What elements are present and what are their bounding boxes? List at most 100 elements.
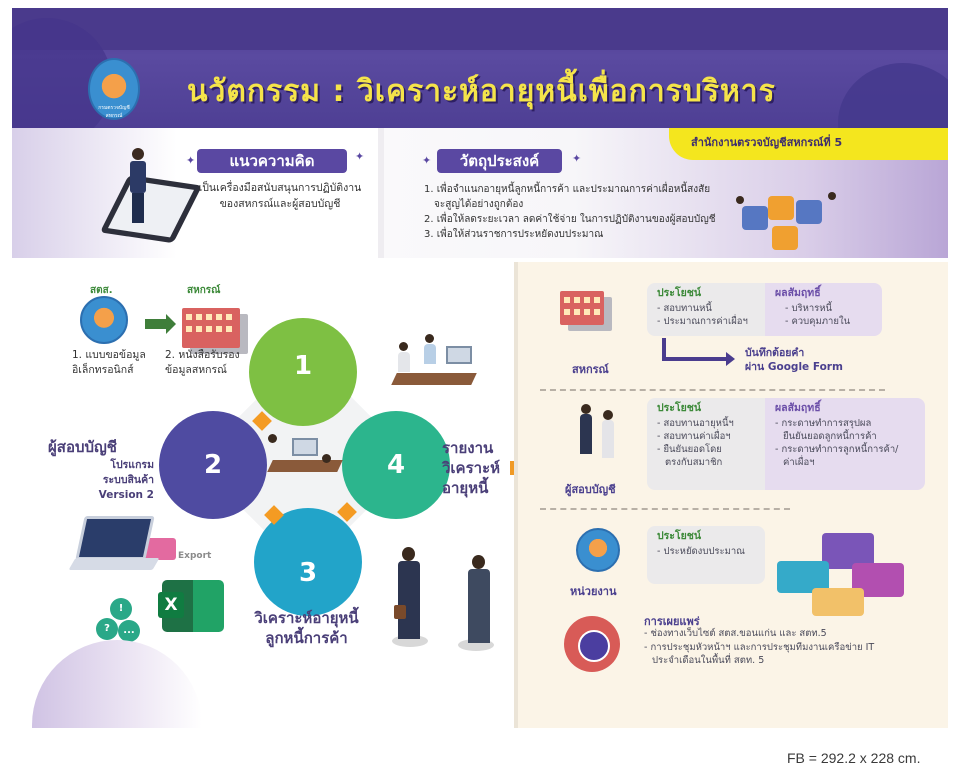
- concept-line: เป็นเครื่องมือสนับสนุนการปฏิบัติงาน: [198, 182, 362, 194]
- step-4-circle: 4: [342, 411, 450, 519]
- books-icon: [142, 538, 176, 560]
- result-column: ผลสัมฤทธิ์ - กระดาษทำการสรุปผล ยืนยันยอด…: [765, 398, 925, 490]
- benefit-item: ตรงกับสมาชิก: [665, 457, 723, 468]
- coop-building-icon: [182, 308, 240, 348]
- chat-glyph: ?: [96, 618, 118, 640]
- analyze-label: วิเคราะห์อายุหนี้ ลูกหนี้การค้า: [244, 608, 369, 648]
- concept-section: แนวความคิด ✦ ✦ เป็นเครื่องมือสนับสนุนการ…: [12, 128, 384, 258]
- flow-arrow-icon: [662, 338, 666, 360]
- auditor-section-label: ผู้สอบบัญชี: [565, 483, 616, 496]
- step-doc-request: 1. แบบขอข้อมูล อิเล็กทรอนิกส์: [72, 348, 146, 378]
- page-title: นวัตกรรม : วิเคราะห์อายุหนี้เพื่อการบริห…: [187, 74, 776, 109]
- publication-heading: การเผยแพร่: [644, 615, 700, 628]
- result-item: ค่าเผื่อฯ: [783, 457, 815, 468]
- publication-item: ประจำเดือนในพื้นที่ สตท. 5: [652, 655, 765, 666]
- objective-item-continued: จะสูญได้อย่างถูกต้อง: [434, 199, 524, 210]
- concept-description: เป็นเครื่องมือสนับสนุนการปฏิบัติงาน ของส…: [190, 180, 370, 212]
- auditor-illustration-icon: [602, 420, 614, 458]
- source-agency-label: สตส.: [90, 285, 113, 296]
- auditor-head-icon: [581, 404, 591, 414]
- step-3-circle: 3: [254, 508, 362, 616]
- tablet-illustration-icon: [99, 174, 203, 244]
- sparkle-icon: ✦: [572, 152, 582, 165]
- text-line: โปรแกรม: [110, 459, 154, 471]
- chat-bubbles-icon: ! ? ...: [96, 598, 142, 644]
- poster-size-note: FB = 292.2 x 228 cm.: [787, 750, 921, 766]
- benefit-heading: ประโยชน์: [657, 287, 702, 299]
- team-puzzle-illustration-icon: [732, 176, 852, 256]
- benefit-column: ประโยชน์ - ประหยัดงบประมาณ: [647, 526, 765, 584]
- step-1-circle: 1: [249, 318, 357, 426]
- agency-benefit-box: ประโยชน์ - ประหยัดงบประมาณ: [647, 526, 765, 584]
- text-line: ผ่าน Google Form: [745, 361, 843, 373]
- benefit-column: ประโยชน์ - สอบทานหนี้ - ประมาณการค่าเผื่…: [647, 283, 765, 336]
- cpd-logo-icon: กรมตรวจบัญชีสหกรณ์: [88, 58, 140, 120]
- text-line: 2. หนังสือรับรอง: [165, 349, 240, 361]
- agency-section-label: หน่วยงาน: [570, 585, 617, 598]
- text-line: อายุหนี้: [442, 479, 489, 497]
- cpd-logo-icon: [576, 528, 620, 572]
- publication-item: - ช่องทางเว็บไซต์ สตส.ขอนแก่น และ สตท.5: [644, 628, 827, 639]
- objective-item: 3. เพื่อให้ส่วนราชการประหยัดงบประมาณ: [424, 229, 604, 240]
- businessmen-illustration-icon: [392, 543, 507, 653]
- text-line: วิเคราะห์อายุหนี้: [254, 609, 359, 627]
- info-strip: แนวความคิด ✦ ✦ เป็นเครื่องมือสนับสนุนการ…: [12, 128, 948, 258]
- auditor-title: ผู้สอบบัญชี: [48, 438, 117, 456]
- divider: [540, 508, 790, 510]
- excel-letter: X: [158, 592, 184, 618]
- excel-icon: X: [158, 580, 224, 632]
- result-heading: ผลสัมฤทธิ์: [775, 287, 821, 299]
- export-label: Export: [178, 551, 212, 561]
- businessman-illustration-icon: [130, 148, 146, 226]
- benefit-heading: ประโยชน์: [657, 530, 702, 542]
- concept-line: ของสหกรณ์และผู้สอบบัญชี: [219, 198, 341, 210]
- header-banner: กรมตรวจบัญชีสหกรณ์ นวัตกรรม : วิเคราะห์อ…: [12, 8, 948, 128]
- objectives-list: 1. เพื่อจำแนกอายุหนี้ลูกหนี้การค้า และปร…: [424, 182, 734, 242]
- step-2-circle: 2: [159, 411, 267, 519]
- benefit-item: - ประหยัดงบประมาณ: [657, 546, 745, 557]
- text-line: Version 2: [98, 489, 154, 501]
- result-item: - กระดาษทำการสรุปผล: [775, 418, 872, 429]
- chat-glyph: ...: [118, 620, 140, 642]
- result-heading: ผลสัมฤทธิ์: [775, 402, 821, 414]
- flow-arrow-icon: [662, 352, 735, 366]
- concept-heading: แนวความคิด: [197, 149, 347, 173]
- auditor-program-info: โปรแกรม ระบบสินค้า Version 2: [72, 458, 154, 503]
- benefit-item: - ยืนยันยอดโดย: [657, 444, 722, 455]
- coop-section-label: สหกรณ์: [572, 363, 609, 376]
- text-line: บันทึกต้อยคำ: [745, 347, 805, 359]
- office-tag: สำนักงานตรวจบัญชีสหกรณ์ที่ 5: [669, 128, 948, 160]
- text-line: ลูกหนี้การค้า: [265, 629, 348, 647]
- auditor-illustration-icon: [580, 414, 592, 454]
- cpd-logo-icon: [80, 296, 128, 344]
- benefit-heading: ประโยชน์: [657, 402, 702, 414]
- office-meeting-illustration-icon: [252, 418, 357, 503]
- sparkle-icon: ✦: [422, 154, 432, 167]
- benefit-item: - สอบทานค่าเผื่อฯ: [657, 431, 731, 442]
- coop-label: สหกรณ์: [187, 285, 221, 296]
- text-line: รายงาน: [442, 439, 494, 457]
- text-line: อิเล็กทรอนิกส์: [72, 364, 134, 376]
- chat-glyph: !: [110, 598, 132, 620]
- header-top-band: [12, 8, 948, 50]
- coop-building-icon: [560, 291, 604, 325]
- result-item: - ควบคุมภายใน: [785, 316, 851, 327]
- result-column: ผลสัมฤทธิ์ - บริหารหนี้ - ควบคุมภายใน: [765, 283, 882, 336]
- publication-item: - การประชุมหัวหน้าฯ และการประชุมทีมงานเค…: [644, 641, 875, 653]
- result-item: - กระดาษทำการลูกหนี้การค้า/: [775, 444, 899, 455]
- objective-item: 2. เพื่อให้ลดระยะเวลา ลดค่าใช้จ่าย ในการ…: [424, 214, 716, 225]
- logo-ring-text: กรมตรวจบัญชีสหกรณ์: [98, 105, 130, 119]
- sparkle-icon: ✦: [355, 150, 365, 163]
- laptop-icon: [75, 516, 155, 560]
- text-line: ระบบสินค้า: [102, 474, 154, 486]
- auditor-head-icon: [603, 410, 613, 420]
- result-item: - บริหารหนี้: [785, 303, 833, 314]
- benefit-item: - สอบทานหนี้: [657, 303, 712, 314]
- divider: [540, 389, 885, 391]
- meeting-table-illustration-icon: [564, 616, 620, 672]
- benefit-item: - ประมาณการค่าเผื่อฯ: [657, 316, 748, 327]
- google-form-note: บันทึกต้อยคำ ผ่าน Google Form: [745, 346, 843, 374]
- arrow-right-icon: [145, 314, 176, 334]
- text-line: 1. แบบขอข้อมูล: [72, 349, 146, 361]
- result-item: ยืนยันยอดลูกหนี้การค้า: [783, 431, 877, 442]
